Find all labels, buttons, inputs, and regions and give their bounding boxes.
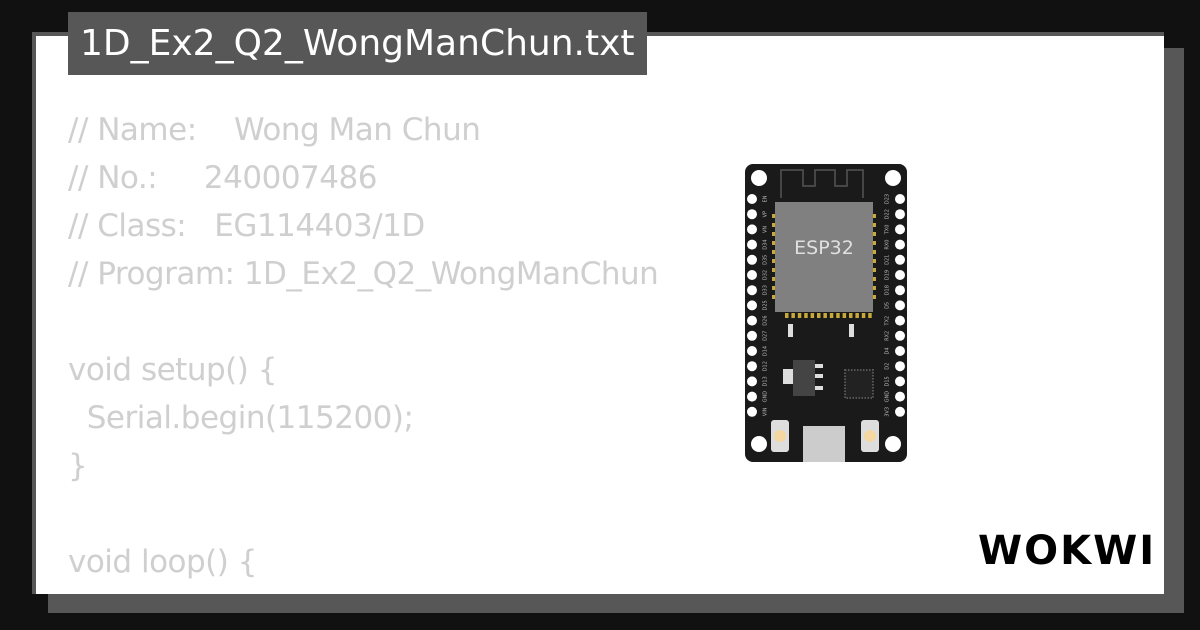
pin-label: D5 [885,302,891,309]
pin-label: D33 [763,285,769,295]
pin-RX0 [895,239,905,250]
pin-D19 [895,270,905,280]
pin-RX2 [895,330,905,341]
pin-D21 [895,254,905,265]
pin-GND [895,391,905,402]
pin-label: VP [763,211,769,217]
pin-label: D21 [885,255,891,265]
pin-EN [747,194,757,204]
pin-D35 [747,254,757,265]
pin-D23 [895,194,905,204]
pin-VP [747,209,757,220]
pin-D33 [747,285,757,296]
pin-label: EN [763,195,769,202]
pin-D13 [747,376,757,387]
code-line: f [68,592,98,594]
pin-D25 [747,300,757,311]
pin-label: D2 [885,363,891,370]
pin-label: RX2 [885,331,891,341]
pin-D12 [747,361,757,372]
pin-label: D12 [763,361,769,371]
code-card: // Name: Wong Man Chun // No.: 240007486… [32,32,1164,594]
pin-label: GND [885,391,891,403]
code-preview: // Name: Wong Man Chun // No.: 240007486… [68,106,659,594]
pin-D22 [895,209,905,220]
code-line: // Name: Wong Man Chun [68,112,481,148]
pin-label: GND [763,391,769,403]
pin-VN [747,224,757,235]
pin-D32 [747,270,757,280]
pin-D34 [747,239,757,250]
pin-label: D34 [763,239,769,249]
pin-label: D35 [763,255,769,265]
pin-D15 [895,376,905,387]
pin-label: VIN [763,407,769,416]
chip-label: ESP32 [794,237,854,259]
code-line: // Class: EG114403/1D [68,208,425,244]
pin-D18 [895,285,905,296]
pin-TX0 [895,224,905,235]
pin-label: TX0 [885,225,891,236]
wokwi-logo: WOKWI [978,528,1157,574]
pin-label: D22 [885,209,891,219]
pin-label: D18 [885,285,891,295]
pin-D2 [895,361,905,372]
pin-GND [747,391,757,402]
pin-label: VN [763,226,769,233]
code-line: } [68,448,88,484]
code-line: void loop() { [68,544,257,580]
pin-label: RX0 [885,240,891,250]
pin-D5 [895,300,905,311]
pin-label: D13 [763,376,769,386]
pin-TX2 [895,315,905,326]
pin-D14 [747,346,757,356]
code-line: void setup() { [68,352,277,388]
pin-label: D26 [763,315,769,325]
pin-3V3 [895,406,905,417]
pin-D4 [895,346,905,356]
pin-label: D15 [885,376,891,386]
code-line: // Program: 1D_Ex2_Q2_WongManChun [68,256,659,292]
pin-label: D14 [763,346,769,356]
code-line: // No.: 240007486 [68,160,377,196]
pin-label: D19 [885,270,891,280]
pin-label: D23 [885,194,891,204]
pin-label: D27 [763,331,769,341]
file-title: 1D_Ex2_Q2_WongManChun.txt [68,12,647,75]
pin-label: D25 [763,300,769,310]
pin-label: 3V3 [885,407,891,417]
pin-label: D32 [763,270,769,280]
pin-VIN [747,406,757,417]
pin-D26 [747,315,757,326]
pin-label: D4 [885,347,891,354]
pin-D27 [747,330,757,341]
code-line: Serial.begin(115200); [68,400,414,436]
pin-label: TX2 [885,316,891,327]
